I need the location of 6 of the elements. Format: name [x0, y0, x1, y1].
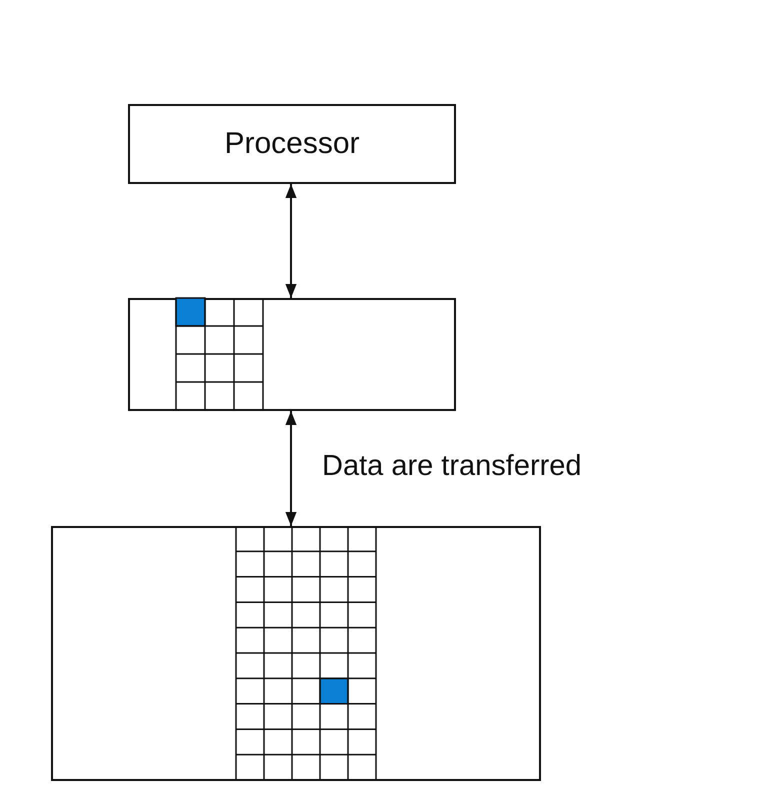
double-arrow [285, 184, 297, 298]
processor-box [128, 104, 456, 184]
memory-box [51, 526, 541, 781]
double-arrow [285, 411, 297, 526]
memory-box [128, 298, 456, 411]
node-label: Processor [224, 127, 360, 161]
